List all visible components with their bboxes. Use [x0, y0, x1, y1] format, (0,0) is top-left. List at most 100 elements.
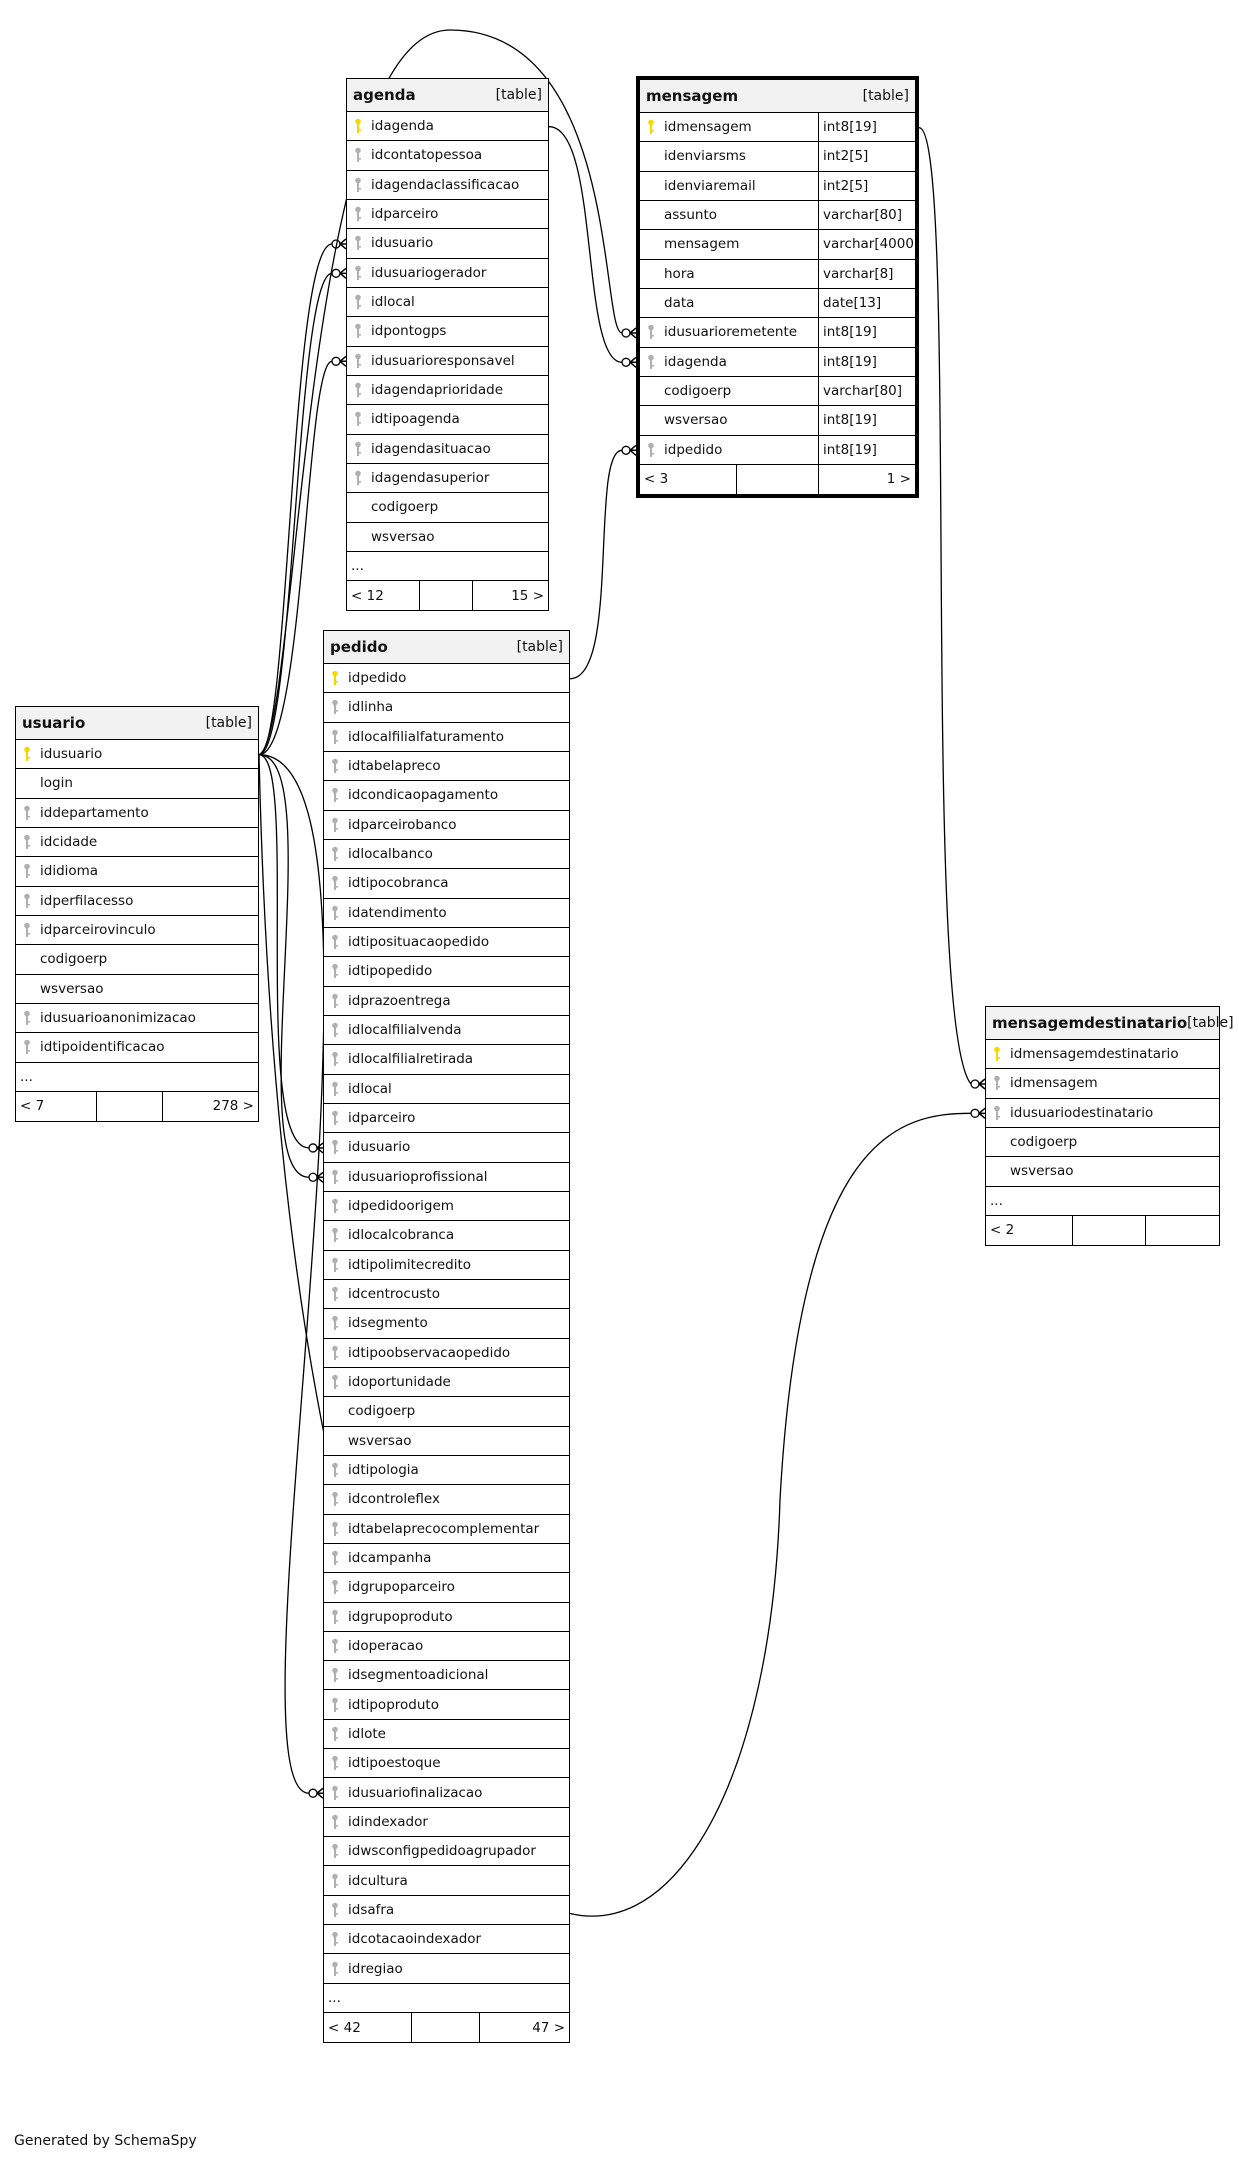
- column-row[interactable]: idwsconfigpedidoagrupador: [324, 1837, 569, 1867]
- column-row[interactable]: idagendasituacao: [347, 435, 548, 464]
- column-row[interactable]: idtipoobservacaopedido: [324, 1339, 569, 1368]
- column-row[interactable]: idcondicaopagamento: [324, 781, 569, 811]
- column-row[interactable]: idagendasuperior: [347, 464, 548, 494]
- column-row[interactable]: idsegmentoadicional: [324, 1661, 569, 1691]
- column-row[interactable]: idtipoidentificacao: [16, 1033, 258, 1063]
- column-row[interactable]: idgrupoparceiro: [324, 1573, 569, 1603]
- table-name[interactable]: agenda: [353, 86, 416, 104]
- column-row[interactable]: idparceiro: [324, 1104, 569, 1134]
- column-row[interactable]: idusuariofinalizacao: [324, 1778, 569, 1808]
- column-row[interactable]: idlote: [324, 1720, 569, 1750]
- column-row[interactable]: idpedido: [324, 664, 569, 694]
- column-row[interactable]: idparceirobanco: [324, 811, 569, 840]
- column-row[interactable]: idusuario: [347, 229, 548, 259]
- column-row[interactable]: idtipopedido: [324, 957, 569, 987]
- column-row[interactable]: idtipocobranca: [324, 869, 569, 899]
- column-row[interactable]: wsversao: [324, 1427, 569, 1456]
- column-row[interactable]: idperfilacesso: [16, 887, 258, 916]
- column-row[interactable]: wsversao: [347, 523, 548, 552]
- column-row[interactable]: idtipolimitecredito: [324, 1251, 569, 1280]
- column-row[interactable]: idlocal: [324, 1075, 569, 1104]
- table-name[interactable]: pedido: [330, 638, 388, 656]
- table-name[interactable]: mensagem: [646, 87, 739, 105]
- column-row[interactable]: idpontogps: [347, 317, 548, 347]
- column-row[interactable]: idindexador: [324, 1808, 569, 1838]
- column-row[interactable]: idlocal: [347, 288, 548, 318]
- column-row[interactable]: idtipoestoque: [324, 1749, 569, 1779]
- column-row[interactable]: idusuarioprofissional: [324, 1163, 569, 1192]
- column-row[interactable]: idusuario: [324, 1133, 569, 1163]
- column-row[interactable]: idcultura: [324, 1866, 569, 1896]
- column-row[interactable]: idcentrocusto: [324, 1280, 569, 1310]
- column-row[interactable]: idmensagem: [986, 1069, 1219, 1099]
- column-row[interactable]: idusuariodestinatario: [986, 1099, 1219, 1128]
- column-row[interactable]: codigoerp: [347, 493, 548, 523]
- column-row[interactable]: idlocalfilialfaturamento: [324, 723, 569, 752]
- column-row[interactable]: idgrupoproduto: [324, 1603, 569, 1632]
- column-row[interactable]: iddepartamento: [16, 799, 258, 828]
- column-row[interactable]: idusuarioresponsavel: [347, 347, 548, 376]
- column-row[interactable]: idsafra: [324, 1896, 569, 1926]
- column-row[interactable]: login: [16, 769, 258, 799]
- column-row[interactable]: idlocalfilialvenda: [324, 1016, 569, 1046]
- column-row[interactable]: idcidade: [16, 828, 258, 858]
- column-row[interactable]: wsversao: [16, 975, 258, 1004]
- column-row[interactable]: idoperacao: [324, 1632, 569, 1662]
- column-row[interactable]: idlocalfilialretirada: [324, 1045, 569, 1075]
- column-row[interactable]: idusuario: [16, 740, 258, 770]
- column-row[interactable]: idtiposituacaopedido: [324, 928, 569, 958]
- column-row[interactable]: idtabelapreco: [324, 752, 569, 782]
- column-row[interactable]: idlocalbanco: [324, 840, 569, 870]
- column-row[interactable]: idcontroleflex: [324, 1485, 569, 1515]
- column-row[interactable]: idtabelaprecocomplementar: [324, 1515, 569, 1544]
- column-row[interactable]: codigoerp: [16, 945, 258, 975]
- optional-marker: [308, 1788, 318, 1798]
- column-row[interactable]: idoportunidade: [324, 1368, 569, 1398]
- column-row[interactable]: ididioma: [16, 857, 258, 887]
- column-row[interactable]: codigoerp: [324, 1397, 569, 1427]
- column-row[interactable]: idcotacaoindexador: [324, 1925, 569, 1955]
- column-row[interactable]: idparceiro: [347, 200, 548, 230]
- table-mensagemdestinatario[interactable]: mensagemdestinatario[table] idmensagemde…: [985, 1006, 1234, 1246]
- column-row[interactable]: idparceirovinculo: [16, 916, 258, 946]
- column-row[interactable]: idpedidoorigem: [324, 1192, 569, 1222]
- column-row[interactable]: codigoerp: [986, 1128, 1219, 1158]
- column-row[interactable]: idcontatopessoa: [347, 141, 548, 171]
- column-row[interactable]: wsversao: [986, 1157, 1219, 1187]
- column-row[interactable]: idsegmento: [324, 1309, 569, 1339]
- table-name[interactable]: mensagemdestinatario: [992, 1014, 1188, 1032]
- table-agenda[interactable]: agenda[table] idagenda idcontatopessoa i…: [346, 78, 549, 612]
- table-name[interactable]: usuario: [22, 714, 86, 732]
- column-row[interactable]: idatendimento: [324, 899, 569, 928]
- column-row[interactable]: idtipoproduto: [324, 1690, 569, 1720]
- column-row[interactable]: idusuariogerador: [347, 259, 548, 288]
- column-row[interactable]: idmensagemdestinatario: [986, 1040, 1219, 1070]
- column-row[interactable]: idtipologia: [324, 1456, 569, 1486]
- column-row[interactable]: idcampanha: [324, 1544, 569, 1574]
- column-row[interactable]: idregiao: [324, 1954, 569, 1984]
- foreign-key-icon: [324, 1609, 346, 1625]
- column-row[interactable]: idtipoagenda: [347, 405, 548, 435]
- column-row[interactable]: idagenda: [347, 112, 548, 142]
- column-row[interactable]: idusuarioanonimizacao: [16, 1004, 258, 1034]
- column-row[interactable]: idagendaclassificacao: [347, 171, 548, 200]
- column-row[interactable]: idagendaprioridade: [347, 376, 548, 406]
- column-row[interactable]: idlinha: [324, 693, 569, 723]
- table-pedido[interactable]: pedido[table] idpedido idlinha idlocalfi…: [323, 630, 570, 2044]
- column-row[interactable]: idlocalcobranca: [324, 1221, 569, 1251]
- column-row[interactable]: idprazoentrega: [324, 987, 569, 1016]
